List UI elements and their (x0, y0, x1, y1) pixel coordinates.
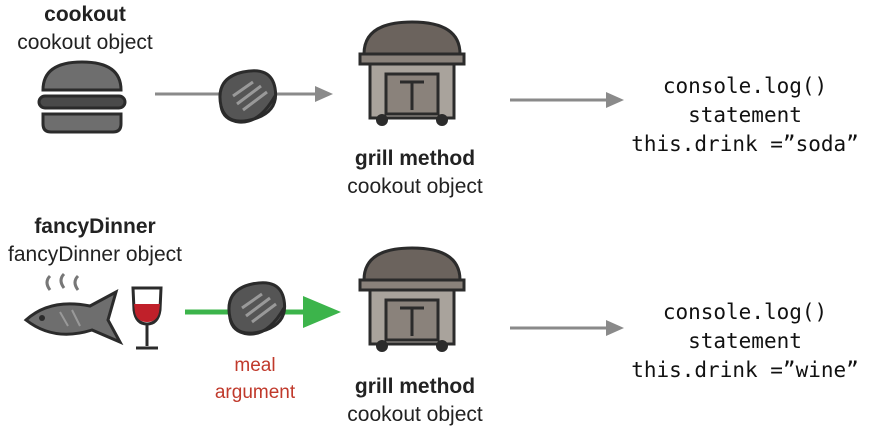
output-2-line-2: statement (688, 329, 802, 353)
grill-icon (358, 20, 466, 126)
grill-method-label-1: cookout object (347, 175, 483, 198)
output-1-line-2: statement (688, 103, 802, 127)
grill-method-name-1: grill method (354, 147, 476, 170)
arrow-grill-to-output-2 (510, 320, 624, 336)
steak-icon (218, 69, 278, 124)
grill-method-label-2: cookout object (347, 403, 483, 426)
output-2-line-3: this.drink =”wine” (631, 358, 859, 382)
cookout-object-label: cookout object (17, 31, 153, 54)
grill-method-name-2: grill method (354, 375, 476, 398)
output-2-line-1: console.log() (662, 300, 828, 324)
meal-argument-label-2: argument (214, 382, 296, 403)
cookout-object-name: cookout (44, 3, 126, 26)
burger-icon (37, 60, 127, 134)
meal-argument-label-1: meal (234, 355, 276, 376)
output-1-line-3: this.drink =”soda” (631, 132, 859, 156)
wine-glass-icon (131, 286, 163, 350)
fancydinner-object-name: fancyDinner (34, 215, 156, 238)
grill-icon (358, 246, 466, 352)
arrow-grill-to-output-1 (510, 92, 624, 108)
output-1-line-1: console.log() (662, 74, 828, 98)
fancydinner-object-label: fancyDinner object (8, 243, 182, 266)
steak-icon (227, 281, 287, 336)
fish-icon (23, 272, 124, 346)
